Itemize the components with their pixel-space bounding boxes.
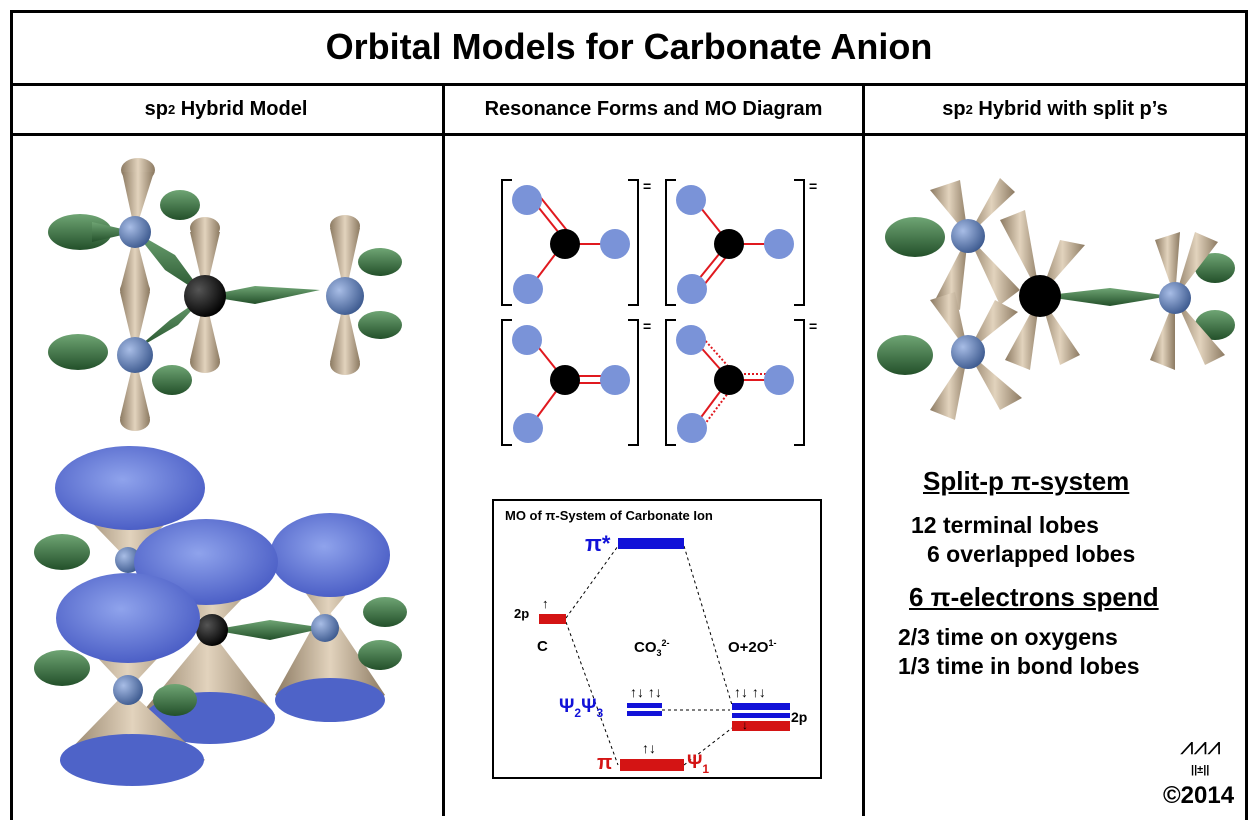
carbon-label: C [537,638,548,655]
charge-mark: = [643,178,652,194]
header-middle-label: Resonance Forms and MO Diagram [484,98,823,120]
pi-label: π [597,752,613,774]
split-p-line-4: 1/3 time in bond lobes [898,653,1140,679]
signature-sub: ||±|| [1191,764,1210,776]
column-header-middle: Resonance Forms and MO Diagram [445,86,862,136]
oxygen-2p-level-a [732,703,790,710]
carbonate-label: CO32- [634,638,670,658]
carbonate-sup: 2- [661,638,670,648]
resonance-atoms [512,185,794,443]
oxygen-down-arrow: ↓ [742,718,748,732]
carbon-2p-label: 2p [514,606,530,621]
header-right-suffix: Hybrid with split p’s [972,98,1168,120]
title-row: Orbital Models for Carbonate Anion [10,10,1248,86]
psi1-sub: 1 [702,761,710,776]
split-p-line-2: 6 overlapped lobes [927,541,1136,567]
psi23-electron-arrows: ↑↓ ↑↓ [630,684,662,700]
oxygen-2p-level-c [732,721,790,731]
sp2-hybrid-model-illustration [48,158,402,431]
psi2-level [627,703,662,708]
page-title: Orbital Models for Carbonate Anion [325,25,933,67]
header-left-sup: 2 [167,102,176,117]
pi-electron-arrows: ↑↓ [642,740,656,756]
psi23-label: Ψ2Ψ3 [559,696,603,720]
split-p-line-1: 12 terminal lobes [911,512,1099,538]
pi-cloud-model-illustration [34,446,407,786]
divider-right [862,86,865,816]
copyright: ©2014 [1163,782,1235,809]
oxygen-label: O+2O1- [728,638,776,656]
electrons-heading: 6 π-electrons spend [909,582,1159,612]
pi-level [620,759,684,771]
psi3-sub: 3 [596,705,604,720]
header-right-sup: 2 [965,102,973,117]
psi2-sub: 2 [574,705,582,720]
mo-connectors [565,545,733,766]
oxygen-2p-label: 2p [791,709,808,725]
outer-frame [10,10,1248,820]
oxygen-2p-level-b [732,713,790,718]
carbon-electron-arrow: ↑ [542,596,549,611]
charge-mark: = [809,178,818,194]
carbonate-label-text: CO [634,639,657,656]
signature-mark: ⩘⩘⩘ [1180,733,1221,760]
header-left-suffix: Hybrid Model [175,98,308,120]
charge-mark: = [809,318,818,334]
psi1-symbol: Ψ [687,752,703,773]
header-left-prefix: sp [144,98,168,120]
psi1-label: Ψ1 [687,752,709,776]
oxygen-electron-arrows: ↑↓ ↑↓ [734,684,766,700]
psi3-level [627,711,662,716]
carbon-2p-level [539,614,566,624]
header-right-prefix: sp [942,98,966,120]
charge-mark: = [643,318,652,334]
pi-star-label: π* [585,531,611,556]
psi2-symbol: Ψ [559,696,575,717]
mo-levels [539,538,790,771]
oxygen-label-text: O+2O [728,639,769,656]
oxygen-sup: 1- [768,638,777,648]
psi3-symbol: Ψ [581,696,597,717]
pi-star-level [618,538,684,549]
split-p-heading: Split-p π-system [923,466,1130,496]
divider-left [442,86,445,816]
resonance-forms [501,179,805,446]
carbonate-sub: 3 [656,648,662,658]
mo-diagram-title: MO of π-System of Carbonate Ion [505,508,713,523]
split-p-line-3: 2/3 time on oxygens [898,624,1118,650]
